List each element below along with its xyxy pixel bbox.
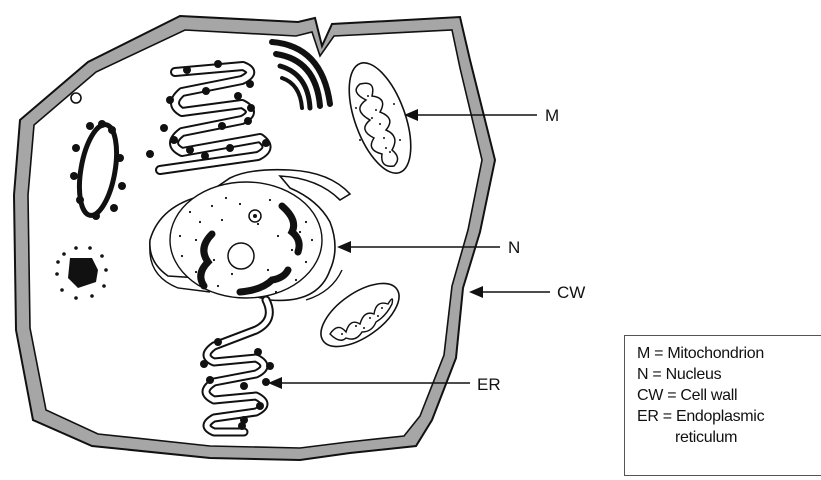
label-nucleus: N [508, 238, 520, 257]
legend-item-mitochondrion: M = Mitochondrion [637, 343, 821, 364]
legend-item-endoplasmic: ER = Endoplasmic [637, 406, 821, 427]
label-mitochondrion: M [545, 106, 559, 125]
legend-item-reticulum: reticulum [637, 427, 821, 448]
nucleolus [228, 243, 254, 269]
vesicle [71, 93, 81, 103]
legend: M = Mitochondrion N = Nucleus CW = Cell … [624, 335, 821, 476]
legend-item-nucleus: N = Nucleus [637, 364, 821, 385]
label-cell-wall: CW [557, 283, 585, 302]
label-endoplasmic-reticulum: ER [477, 375, 501, 394]
legend-item-cell-wall: CW = Cell wall [637, 385, 821, 406]
